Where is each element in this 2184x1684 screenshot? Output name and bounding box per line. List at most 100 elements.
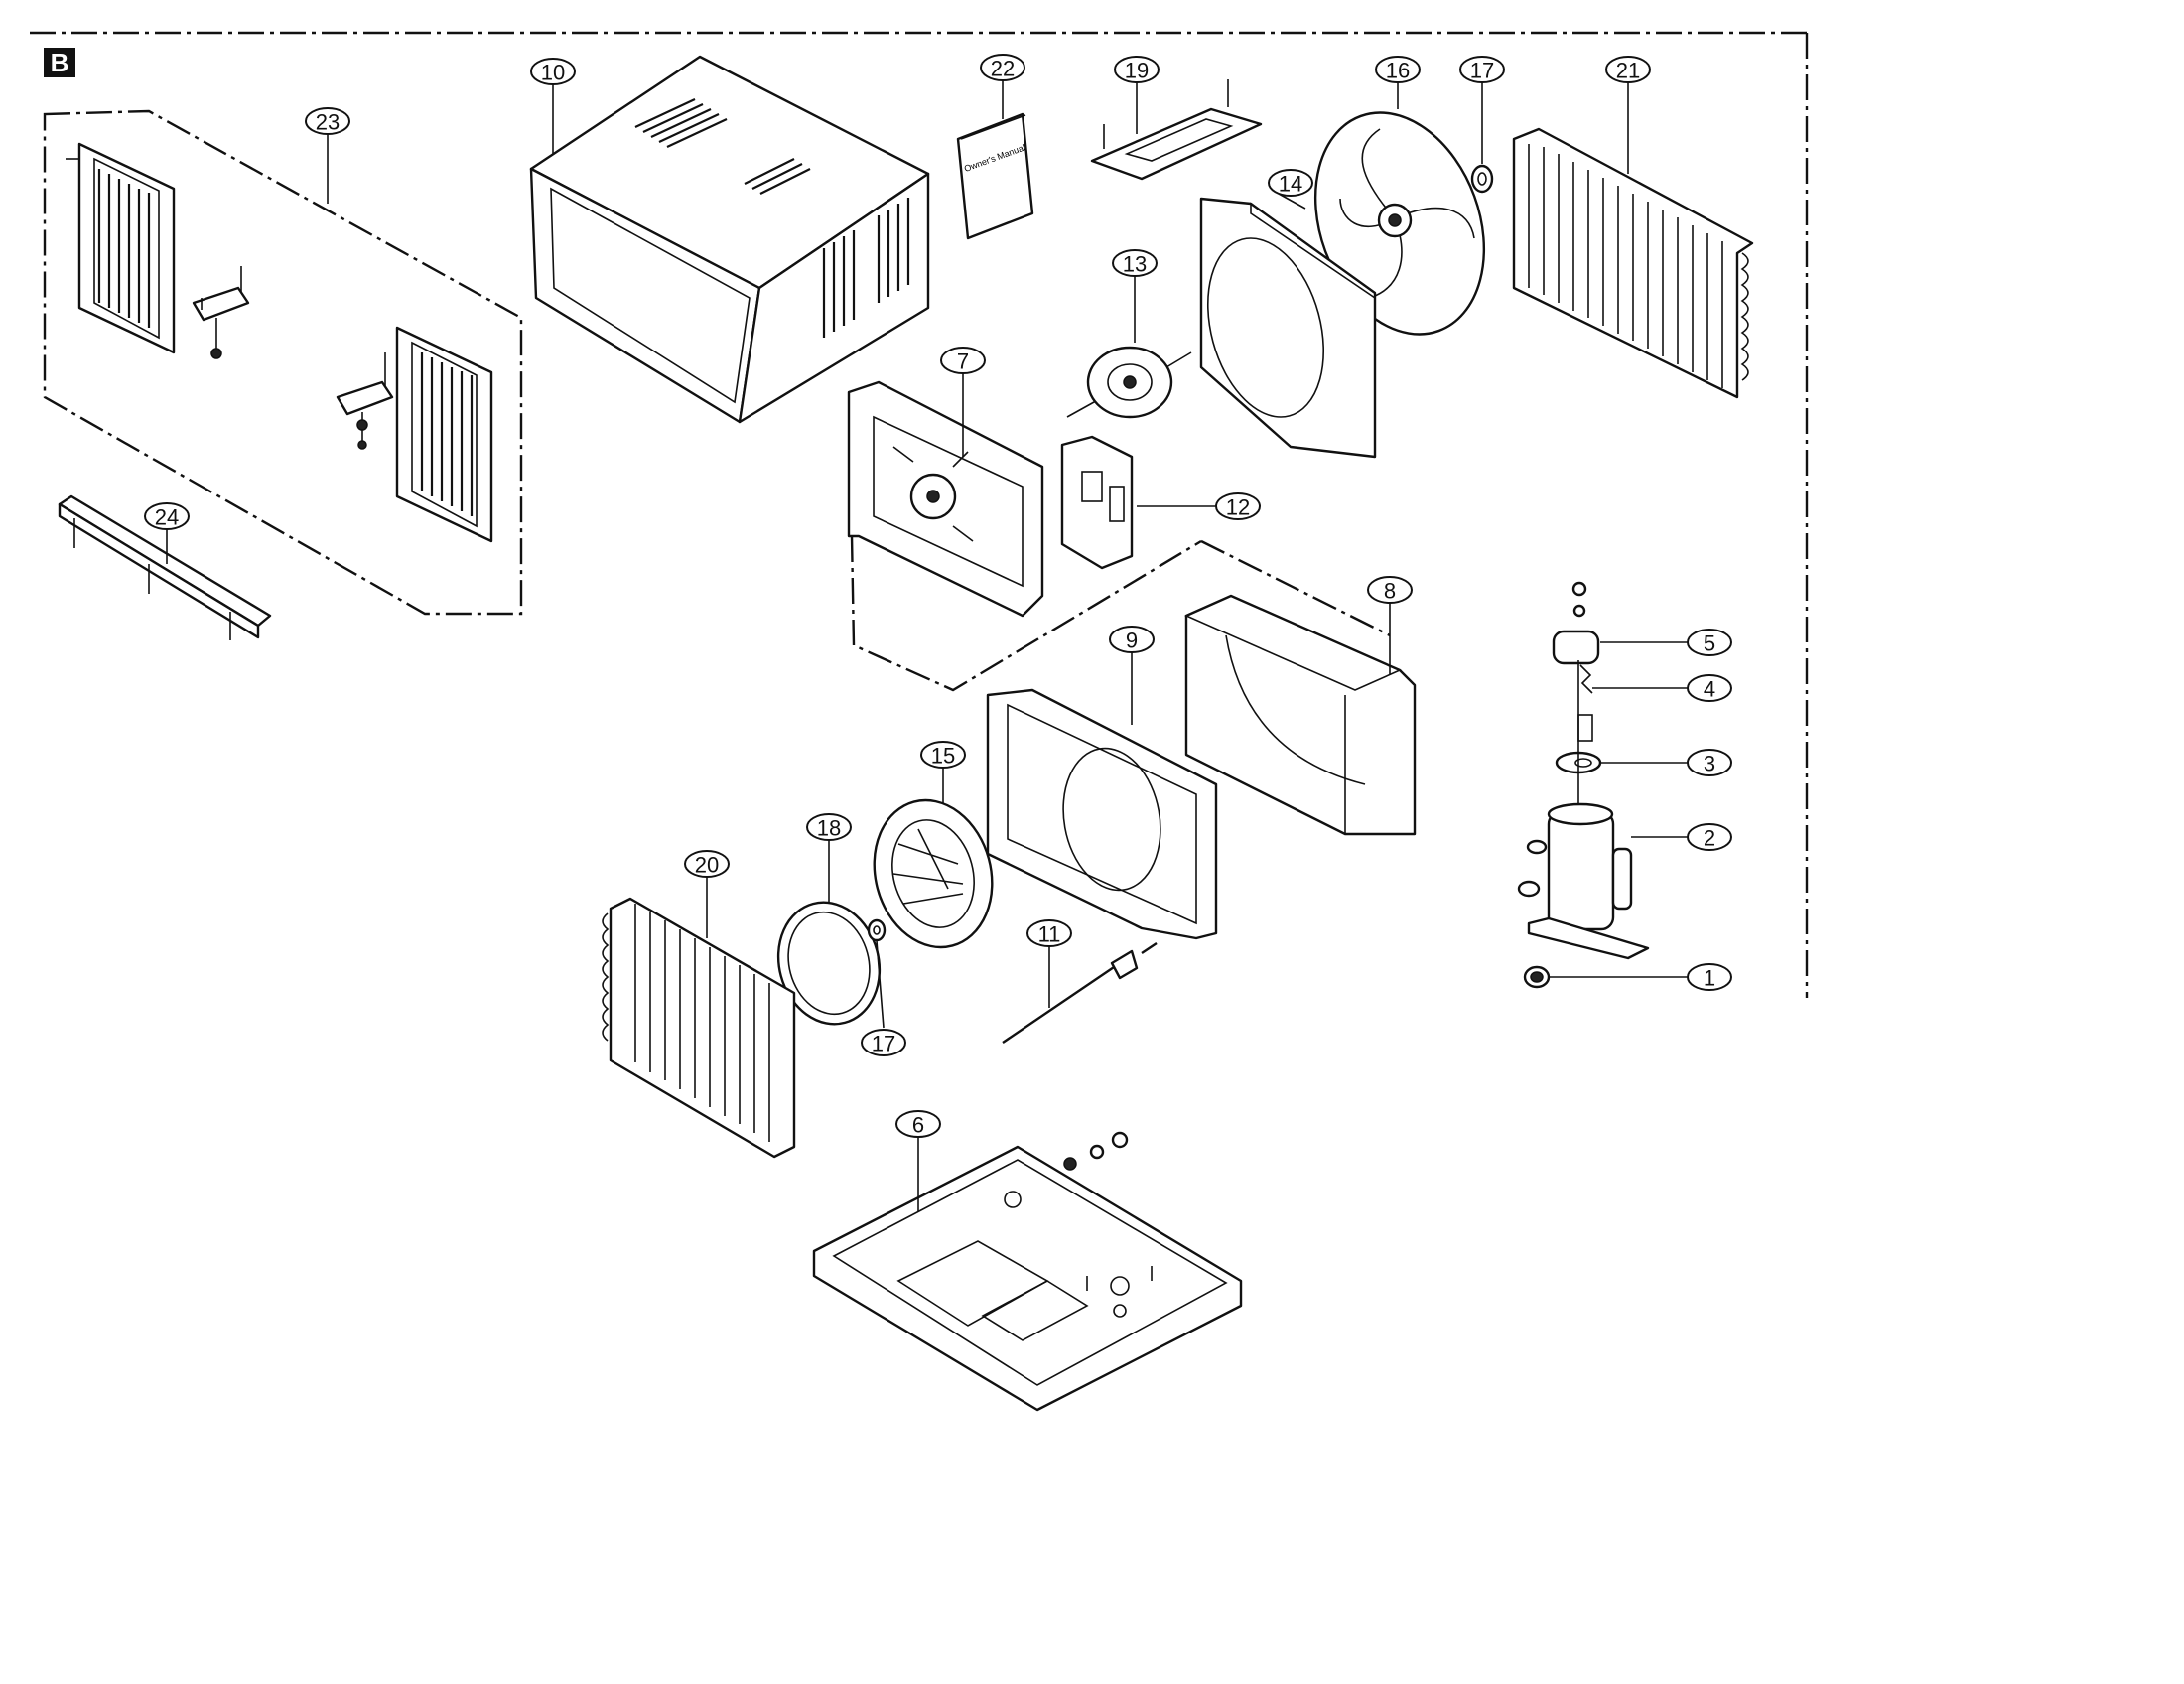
callout-bubble bbox=[980, 54, 1025, 81]
callout-bubble bbox=[940, 347, 986, 374]
right-curtain-panel bbox=[395, 326, 493, 543]
left-curtain-panel bbox=[66, 142, 176, 354]
evaporator-frame bbox=[986, 650, 1218, 940]
callout-number: 21 bbox=[1616, 59, 1640, 83]
motor-bracket bbox=[1060, 435, 1216, 570]
callout-p10: 10 bbox=[530, 58, 576, 85]
callout-number: 16 bbox=[1386, 59, 1410, 83]
callout-number: 19 bbox=[1125, 59, 1149, 83]
base-pan bbox=[812, 1131, 1243, 1412]
evaporator-housing bbox=[1184, 594, 1417, 836]
callout-p15: 15 bbox=[920, 741, 966, 769]
callout-p22: 22 bbox=[980, 54, 1025, 81]
callout-p19: 19 bbox=[1114, 56, 1160, 83]
callout-p18: 18 bbox=[806, 813, 852, 841]
callout-number: 8 bbox=[1384, 579, 1396, 604]
callout-p12: 12 bbox=[1215, 492, 1261, 520]
callout-number: 4 bbox=[1704, 677, 1715, 702]
callout-bubble bbox=[305, 107, 350, 135]
callout-p24: 24 bbox=[144, 502, 190, 530]
frame-border bbox=[30, 31, 1809, 998]
callout-p17a: 17 bbox=[1459, 56, 1505, 83]
callout-number: 22 bbox=[991, 57, 1015, 81]
section-marker: B bbox=[44, 48, 75, 77]
callout-bubble bbox=[1367, 576, 1413, 604]
callout-p6: 6 bbox=[895, 1110, 941, 1138]
callout-p8: 8 bbox=[1367, 576, 1413, 604]
callout-number: 18 bbox=[817, 816, 841, 841]
callout-bubble bbox=[1687, 629, 1732, 656]
callout-p23: 23 bbox=[305, 107, 350, 135]
callout-number: 17 bbox=[1470, 59, 1494, 83]
callout-number: 23 bbox=[316, 110, 340, 135]
callout-bubble bbox=[920, 741, 966, 769]
callout-number: 14 bbox=[1279, 172, 1302, 197]
callout-p21: 21 bbox=[1605, 56, 1651, 83]
callout-number: 2 bbox=[1704, 826, 1715, 851]
callout-p5: 5 bbox=[1687, 629, 1732, 656]
callout-bubble bbox=[1459, 56, 1505, 83]
callout-bubble bbox=[1687, 823, 1732, 851]
fan-nut-top bbox=[1470, 81, 1494, 194]
callout-bubble bbox=[684, 850, 730, 878]
callout-number: 1 bbox=[1704, 966, 1715, 991]
callout-number: 13 bbox=[1123, 252, 1147, 277]
callout-p3: 3 bbox=[1687, 749, 1732, 776]
callout-bubble bbox=[1026, 919, 1072, 947]
callout-number: 17 bbox=[872, 1032, 895, 1056]
fan-nut-bottom bbox=[867, 918, 887, 1029]
callout-p17b: 17 bbox=[861, 1029, 906, 1056]
callout-number: 20 bbox=[695, 853, 719, 878]
motor-mount-bracket bbox=[1090, 79, 1263, 181]
callout-bubble bbox=[1687, 963, 1732, 991]
callout-bubble bbox=[1114, 56, 1160, 83]
mounting-rail bbox=[58, 494, 272, 640]
callout-p1: 1 bbox=[1687, 963, 1732, 991]
callout-p13: 13 bbox=[1112, 249, 1158, 277]
callout-bubble bbox=[1375, 56, 1421, 83]
side-curtain-kit bbox=[43, 109, 523, 616]
callout-bubble bbox=[861, 1029, 906, 1056]
curtain-bracket-right bbox=[336, 352, 394, 450]
evaporator-coil bbox=[602, 874, 796, 1159]
condenser-coil bbox=[1512, 79, 1754, 399]
callout-bubble bbox=[1112, 249, 1158, 277]
section-letter: B bbox=[51, 48, 69, 77]
fan-motor bbox=[1066, 275, 1192, 419]
callout-bubble bbox=[144, 502, 190, 530]
callout-bubble bbox=[1687, 674, 1732, 702]
callout-p11: 11 bbox=[1026, 919, 1072, 947]
callout-p7: 7 bbox=[940, 347, 986, 374]
blower-wheel bbox=[873, 767, 994, 949]
callout-bubble bbox=[1687, 749, 1732, 776]
callout-number: 10 bbox=[541, 61, 565, 85]
callout-bubble bbox=[895, 1110, 941, 1138]
callout-number: 15 bbox=[931, 744, 955, 769]
callout-number: 5 bbox=[1704, 632, 1715, 656]
callout-bubble bbox=[1215, 492, 1261, 520]
callout-p9: 9 bbox=[1109, 626, 1155, 653]
callout-bubble bbox=[1268, 169, 1313, 197]
callout-number: 12 bbox=[1226, 495, 1250, 520]
cabinet bbox=[529, 55, 930, 424]
callout-number: 11 bbox=[1038, 922, 1061, 947]
callout-p14: 14 bbox=[1268, 169, 1313, 197]
blower-shaft bbox=[1002, 938, 1158, 1044]
callout-p4: 4 bbox=[1687, 674, 1732, 702]
callout-p20: 20 bbox=[684, 850, 730, 878]
callout-number: 6 bbox=[912, 1113, 924, 1138]
curtain-bracket-left bbox=[192, 266, 250, 359]
partition-panel bbox=[847, 372, 1044, 618]
compressor-assembly bbox=[1517, 581, 1688, 989]
callout-bubble bbox=[1109, 626, 1155, 653]
callout-bubble bbox=[1605, 56, 1651, 83]
callout-bubble bbox=[530, 58, 576, 85]
callout-bubble bbox=[806, 813, 852, 841]
condenser-shroud bbox=[1199, 193, 1377, 459]
callout-p16: 16 bbox=[1375, 56, 1421, 83]
owners-manual: Owner's Manual bbox=[956, 79, 1034, 240]
callout-number: 3 bbox=[1704, 752, 1715, 776]
callout-number: 9 bbox=[1126, 629, 1138, 653]
